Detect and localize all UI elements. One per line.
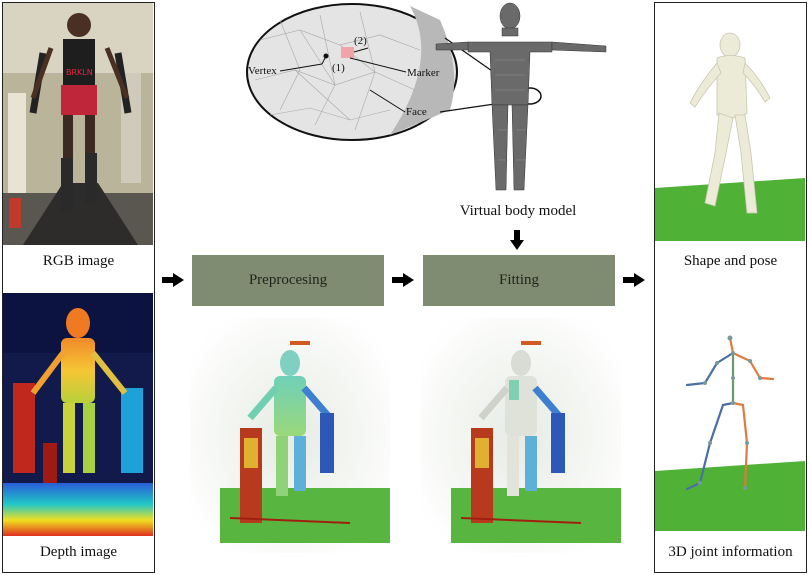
shape-pose-caption: Shape and pose	[683, 253, 778, 269]
rgb-caption: RGB image	[42, 253, 115, 269]
fitting-stage: Fitting	[423, 255, 615, 306]
arrow-right-icon	[392, 273, 414, 287]
zoom-label-vertex: Vertex	[248, 65, 277, 77]
preprocessed-pointcloud	[190, 318, 390, 553]
arrow-right-icon	[623, 273, 645, 287]
virtual-body-model	[246, 2, 607, 191]
arrow-right-icon	[162, 273, 184, 287]
zoom-label-n1: (1)	[332, 62, 345, 74]
body-model-caption: Virtual body model	[459, 203, 577, 219]
fitted-pointcloud	[421, 318, 621, 553]
depth-caption: Depth image	[39, 544, 118, 560]
zoom-label-marker: Marker	[407, 67, 440, 79]
skeleton-render	[655, 335, 805, 531]
rgb-image: BRKLN	[3, 3, 153, 245]
shape-pose-render	[655, 32, 805, 241]
zoom-label-face: Face	[406, 106, 427, 118]
preprocessing-stage: Preprocesing	[192, 255, 384, 306]
arrow-down-icon	[510, 230, 524, 250]
depth-image	[3, 293, 153, 536]
zoom-label-n2: (2)	[354, 35, 367, 47]
svg-text:BRKLN: BRKLN	[66, 68, 93, 77]
joint-caption: 3D joint information	[668, 544, 793, 560]
left-panel: BRKLN RGB image	[2, 2, 155, 573]
right-panel: Shape and pose 3D joint inform	[654, 2, 807, 573]
